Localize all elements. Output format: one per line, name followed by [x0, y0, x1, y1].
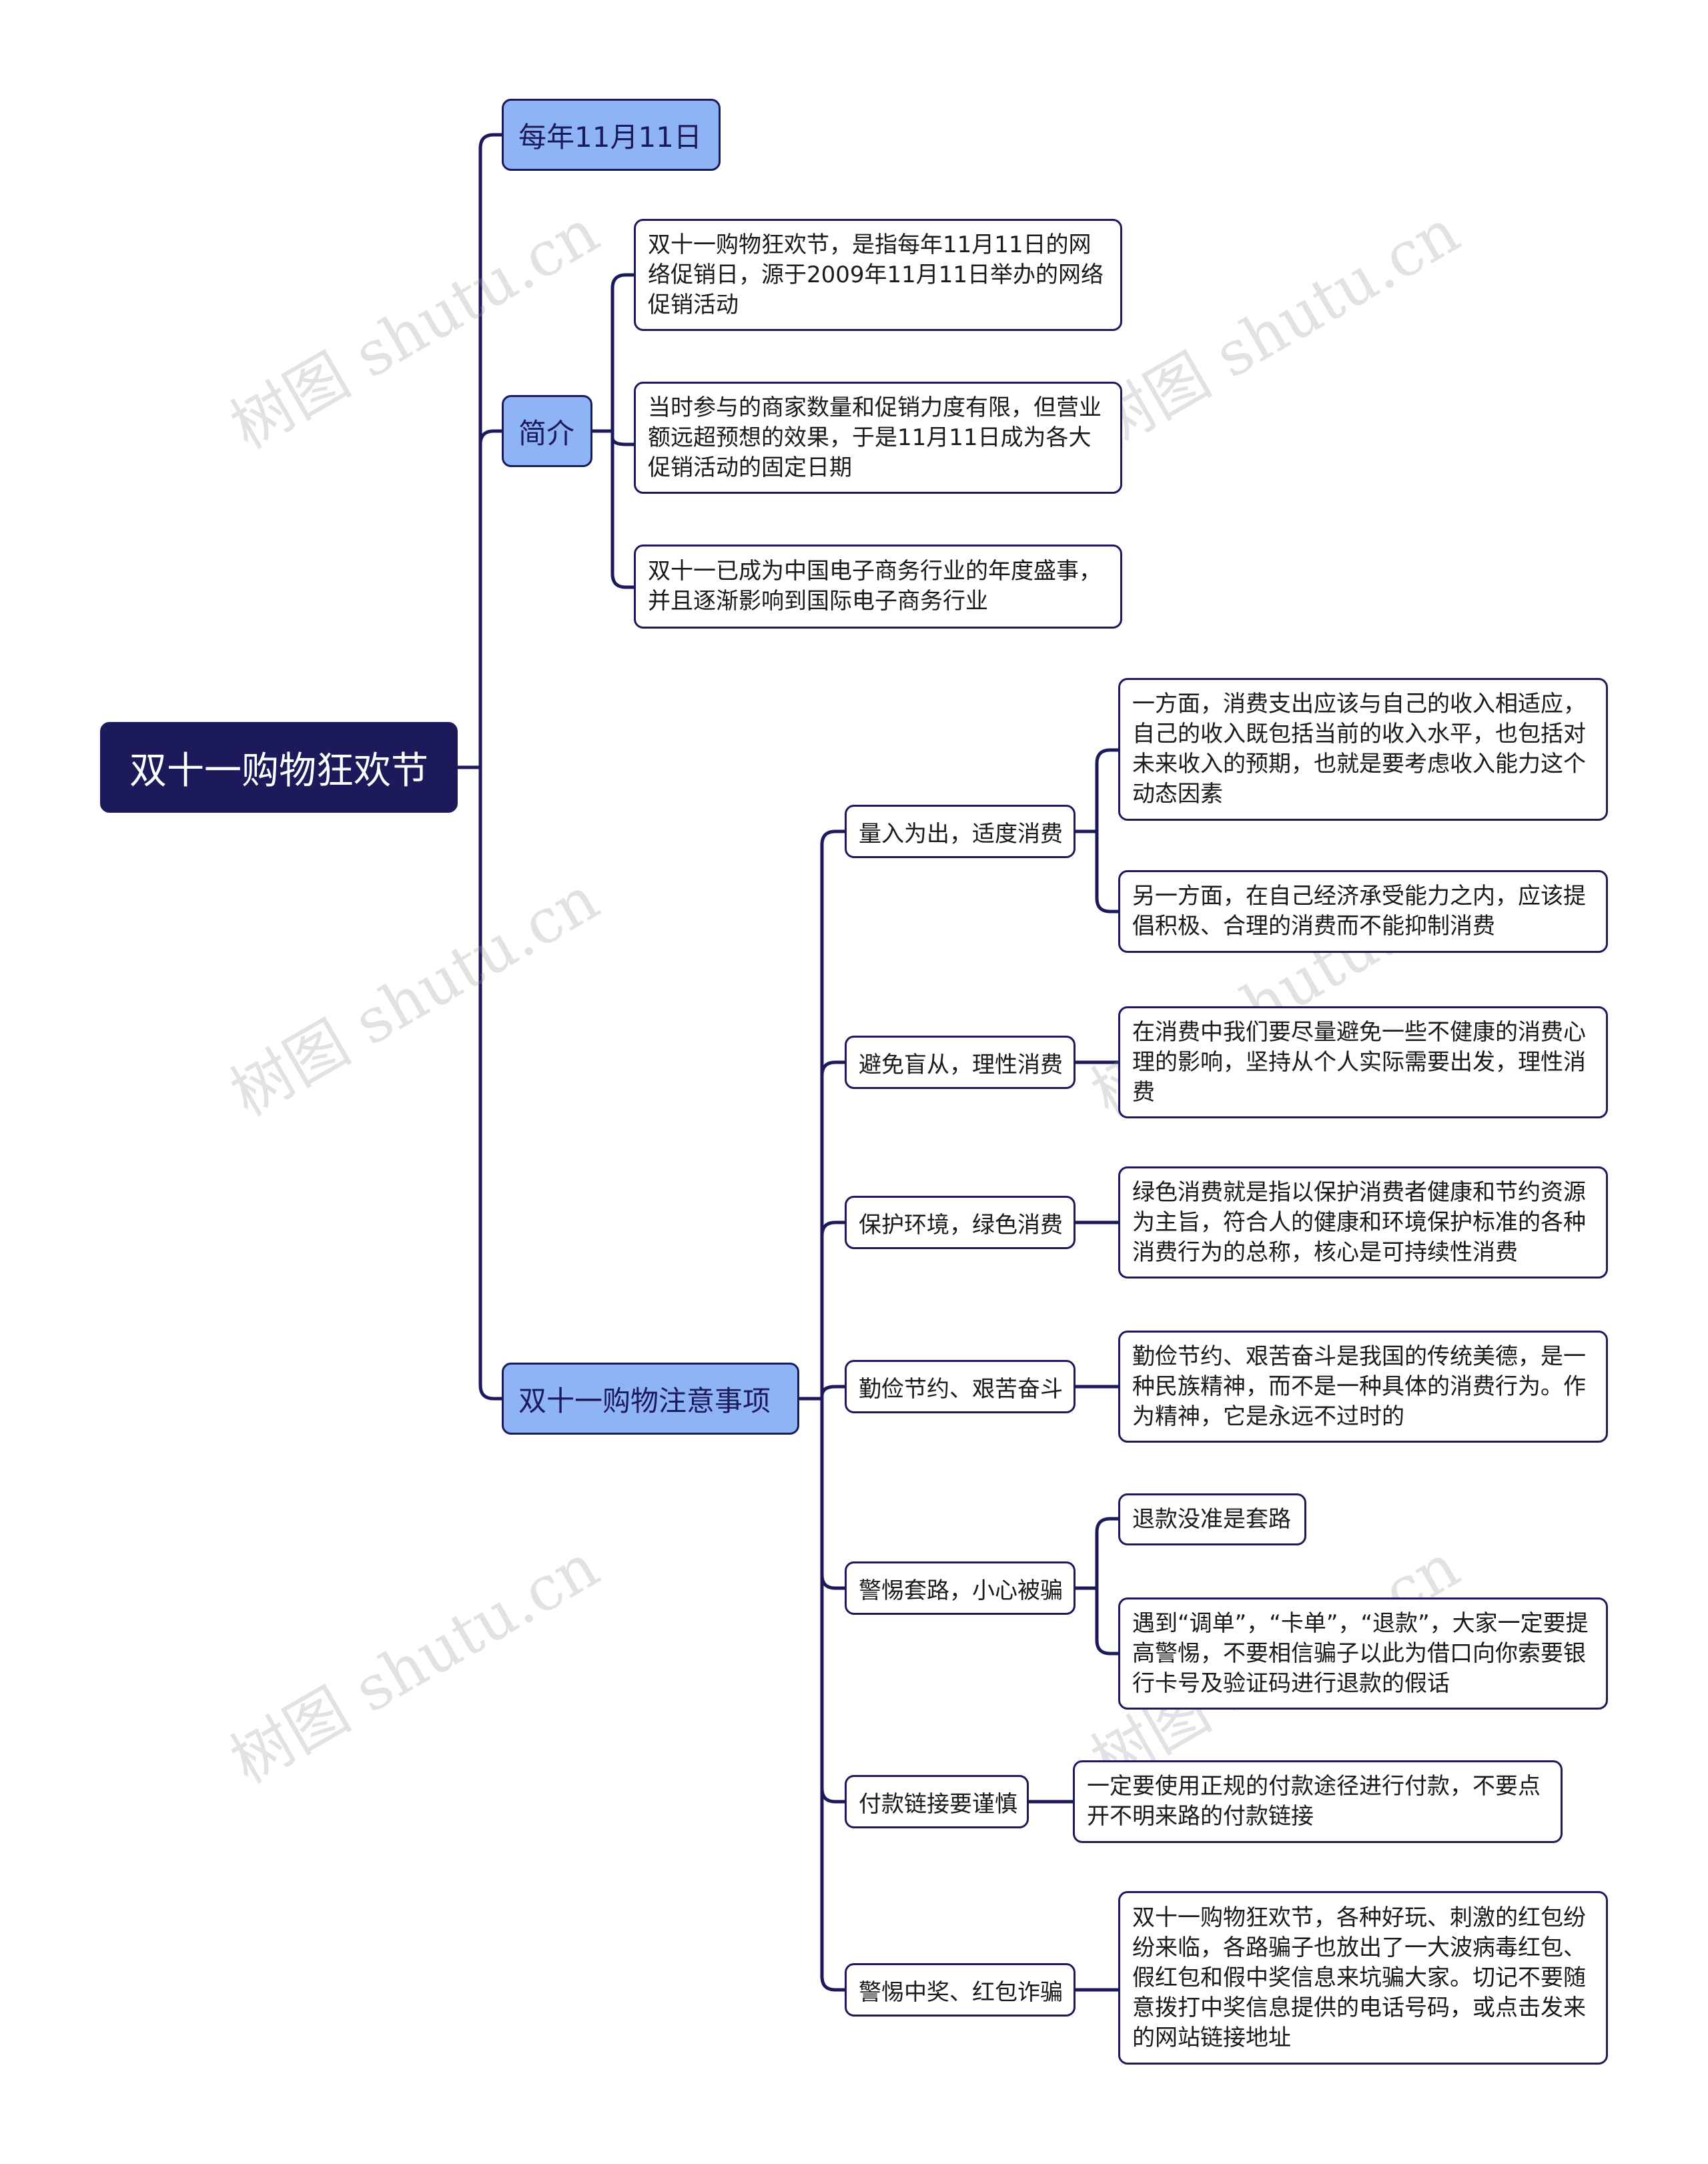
edge-notes-t2	[820, 1060, 847, 1401]
edge-root-intro	[478, 429, 504, 769]
branch-date[interactable]: 每年11月11日	[502, 99, 721, 171]
edge-intro-3	[610, 429, 636, 589]
root-label: 双十一购物狂欢节	[129, 749, 428, 793]
edge-notes-t5	[820, 1397, 847, 1590]
edge-t5-leaf2	[1095, 1586, 1120, 1656]
edge-t5-leaf1	[1095, 1517, 1120, 1590]
topic-label: 警惕套路，小心被骗	[859, 1577, 1063, 1604]
edge-notes-t4	[820, 1385, 847, 1401]
topic-label: 付款链接要谨慎	[859, 1790, 1017, 1818]
topic-label: 避免盲从，理性消费	[859, 1051, 1063, 1078]
edge-intro-1	[610, 273, 636, 433]
intro-item-text: 当时参与的商家数量和促销力度有限，但营业额远超预想的效果，于是11月11日成为各…	[648, 394, 1102, 481]
detail-item[interactable]: 遇到“调单”，“卡单”，“退款”，大家一定要提高警惕，不要相信骗子以此为借口向你…	[1118, 1597, 1608, 1710]
detail-item[interactable]: 一方面，消费支出应该与自己的收入相适应，自己的收入既包括当前的收入水平，也包括对…	[1118, 678, 1608, 821]
topic-label: 勤俭节约、艰苦奋斗	[859, 1375, 1063, 1403]
branch-date-label: 每年11月11日	[518, 120, 702, 153]
edge-intro-2	[610, 429, 636, 446]
edge-notes-t1	[820, 829, 847, 1401]
detail-item[interactable]: 一定要使用正规的付款途径进行付款，不要点开不明来路的付款链接	[1073, 1760, 1563, 1843]
detail-text: 绿色消费就是指以保护消费者健康和节约资源为主旨，符合人的健康和环境保护标准的各种…	[1132, 1178, 1586, 1266]
intro-item-text: 双十一购物狂欢节，是指每年11月11日的网络促销日，源于2009年11月11日举…	[648, 231, 1104, 318]
detail-item[interactable]: 退款没准是套路	[1118, 1493, 1306, 1545]
topic-node[interactable]: 勤俭节约、艰苦奋斗	[845, 1360, 1076, 1413]
topic-node[interactable]: 避免盲从，理性消费	[845, 1036, 1076, 1089]
edge-root-notes	[478, 765, 504, 1401]
topic-label: 保护环境，绿色消费	[859, 1211, 1063, 1238]
detail-text: 一方面，消费支出应该与自己的收入相适应，自己的收入既包括当前的收入水平，也包括对…	[1132, 691, 1586, 807]
topic-node[interactable]: 量入为出，适度消费	[845, 805, 1076, 858]
topic-label: 警惕中奖、红包诈骗	[859, 1978, 1063, 2006]
edge-notes-t3	[820, 1220, 847, 1401]
intro-item[interactable]: 双十一已成为中国电子商务行业的年度盛事，并且逐渐影响到国际电子商务行业	[634, 545, 1122, 629]
detail-text: 遇到“调单”，“卡单”，“退款”，大家一定要提高警惕，不要相信骗子以此为借口向你…	[1132, 1609, 1589, 1697]
intro-item-text: 双十一已成为中国电子商务行业的年度盛事，并且逐渐影响到国际电子商务行业	[648, 558, 1102, 615]
edge-notes-t6	[820, 1397, 847, 1804]
root-node[interactable]: 双十一购物狂欢节	[100, 722, 458, 813]
detail-text: 退款没准是套路	[1132, 1505, 1291, 1533]
detail-item[interactable]: 在消费中我们要尽量避免一些不健康的消费心理的影响，坚持从个人实际需要出发，理性消…	[1118, 1006, 1608, 1118]
branch-intro-label: 简介	[518, 416, 575, 450]
topic-label: 量入为出，适度消费	[859, 820, 1063, 847]
topic-node[interactable]: 付款链接要谨慎	[845, 1775, 1029, 1828]
detail-item[interactable]: 双十一购物狂欢节，各种好玩、刺激的红包纷纷来临，各路骗子也放出了一大波病毒红包、…	[1118, 1891, 1608, 2065]
topic-node[interactable]: 保护环境，绿色消费	[845, 1196, 1076, 1249]
edge-t1-leaf2	[1095, 829, 1120, 914]
detail-item[interactable]: 勤俭节约、艰苦奋斗是我国的传统美德，是一种民族精神，而不是一种具体的消费行为。作…	[1118, 1331, 1608, 1443]
intro-item[interactable]: 当时参与的商家数量和促销力度有限，但营业额远超预想的效果，于是11月11日成为各…	[634, 382, 1122, 494]
detail-text: 勤俭节约、艰苦奋斗是我国的传统美德，是一种民族精神，而不是一种具体的消费行为。作…	[1132, 1343, 1586, 1430]
edge-notes-t7	[820, 1397, 847, 1992]
intro-item[interactable]: 双十一购物狂欢节，是指每年11月11日的网络促销日，源于2009年11月11日举…	[634, 219, 1122, 331]
detail-text: 一定要使用正规的付款途径进行付款，不要点开不明来路的付款链接	[1087, 1773, 1541, 1830]
edge-root-date	[478, 133, 504, 769]
detail-text: 双十一购物狂欢节，各种好玩、刺激的红包纷纷来临，各路骗子也放出了一大波病毒红包、…	[1132, 1904, 1586, 2051]
topic-node[interactable]: 警惕中奖、红包诈骗	[845, 1963, 1076, 2017]
detail-text: 另一方面，在自己经济承受能力之内，应该提倡积极、合理的消费而不能抑制消费	[1132, 883, 1586, 940]
edge-t1-leaf1	[1095, 748, 1120, 833]
topic-node[interactable]: 警惕套路，小心被骗	[845, 1561, 1076, 1615]
branch-notes-label: 双十一购物注意事项	[518, 1384, 771, 1417]
branch-notes[interactable]: 双十一购物注意事项	[502, 1363, 799, 1435]
detail-item[interactable]: 绿色消费就是指以保护消费者健康和节约资源为主旨，符合人的健康和环境保护标准的各种…	[1118, 1166, 1608, 1279]
detail-item[interactable]: 另一方面，在自己经济承受能力之内，应该提倡积极、合理的消费而不能抑制消费	[1118, 870, 1608, 953]
detail-text: 在消费中我们要尽量避免一些不健康的消费心理的影响，坚持从个人实际需要出发，理性消…	[1132, 1018, 1586, 1106]
branch-intro[interactable]: 简介	[502, 395, 592, 467]
